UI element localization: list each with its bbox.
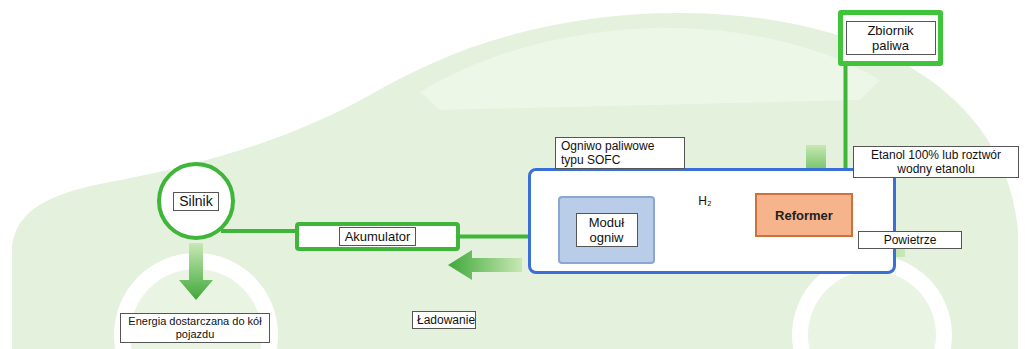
cell-module-box: Moduł ogniw bbox=[558, 196, 655, 264]
connector-line bbox=[460, 235, 528, 239]
charging-arrow bbox=[448, 250, 522, 280]
node-label: Akumulator bbox=[339, 227, 417, 246]
wheel-energy-label: Energia dostarczana do kół pojazdu bbox=[120, 313, 270, 343]
connector-line bbox=[221, 229, 295, 233]
node-label: Reformer bbox=[770, 207, 838, 224]
battery-box: Akumulator bbox=[295, 222, 460, 251]
node-label: Moduł ogniw bbox=[576, 213, 638, 247]
node-label: Silnik bbox=[173, 192, 218, 211]
air-label: Powietrze bbox=[858, 231, 962, 249]
fuel-tank-box: Zbiornik paliwa bbox=[838, 10, 943, 66]
connector bbox=[221, 231, 295, 232]
sofc-fuel-cell-box: Ogniwo paliwowe typu SOFCModuł ogniwRefo… bbox=[528, 168, 896, 274]
charging-label: Ładowanie bbox=[412, 311, 476, 329]
cell-heading: Ogniwo paliwowe typu SOFC bbox=[555, 137, 685, 169]
rear-wheel bbox=[808, 271, 936, 349]
connector bbox=[460, 236, 528, 237]
ethanol-label: Etanol 100% lub roztwór wodny etanolu bbox=[853, 146, 1019, 178]
car-window bbox=[420, 28, 880, 110]
node-label: Zbiornik paliwa bbox=[846, 21, 936, 55]
reformer-box: Reformer bbox=[755, 193, 853, 237]
wheel-energy-arrow bbox=[179, 243, 213, 300]
edge-label: H₂ bbox=[696, 194, 713, 208]
motor-circle: Silnik bbox=[157, 162, 235, 240]
